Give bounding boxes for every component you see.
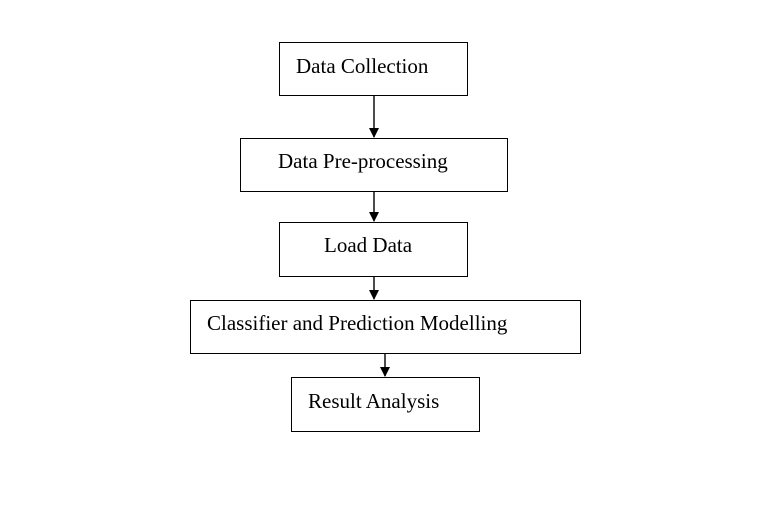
- step-data-preprocessing: Data Pre-processing: [240, 138, 508, 192]
- step-result-analysis: Result Analysis: [291, 377, 480, 432]
- step-label: Load Data: [324, 233, 413, 257]
- step-load-data: Load Data: [279, 222, 468, 277]
- step-label: Data Pre-processing: [278, 149, 448, 173]
- step-data-collection: Data Collection: [279, 42, 468, 96]
- step-label: Classifier and Prediction Modelling: [207, 311, 508, 335]
- step-label: Data Collection: [296, 54, 429, 78]
- step-classifier-and-prediction-modelling: Classifier and Prediction Modelling: [190, 300, 581, 354]
- step-label: Result Analysis: [308, 389, 440, 413]
